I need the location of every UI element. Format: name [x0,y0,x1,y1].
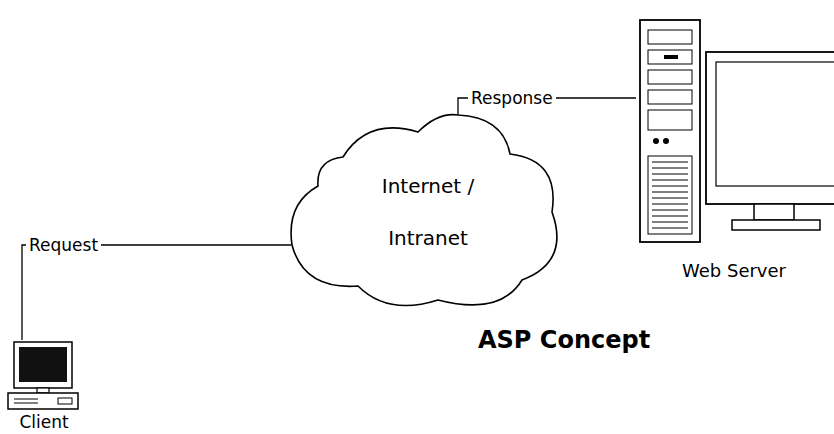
cloud-outline [291,115,557,306]
diagram-title: ASP Concept [478,326,650,354]
node-label: Client [0,412,88,432]
node-label: Web Server [630,260,834,282]
web-server-computer [634,16,834,256]
client-node: Client [0,340,88,432]
connector-label: Response [468,88,556,108]
cloud-outline [288,112,568,312]
client-computer [4,340,84,412]
network-cloud: Internet / Intranet [288,112,568,312]
connector-label: Request [26,235,101,255]
node-label: Internet / Intranet [363,160,493,264]
web-server-node: Web Server [630,16,834,286]
connector-line [22,245,291,340]
